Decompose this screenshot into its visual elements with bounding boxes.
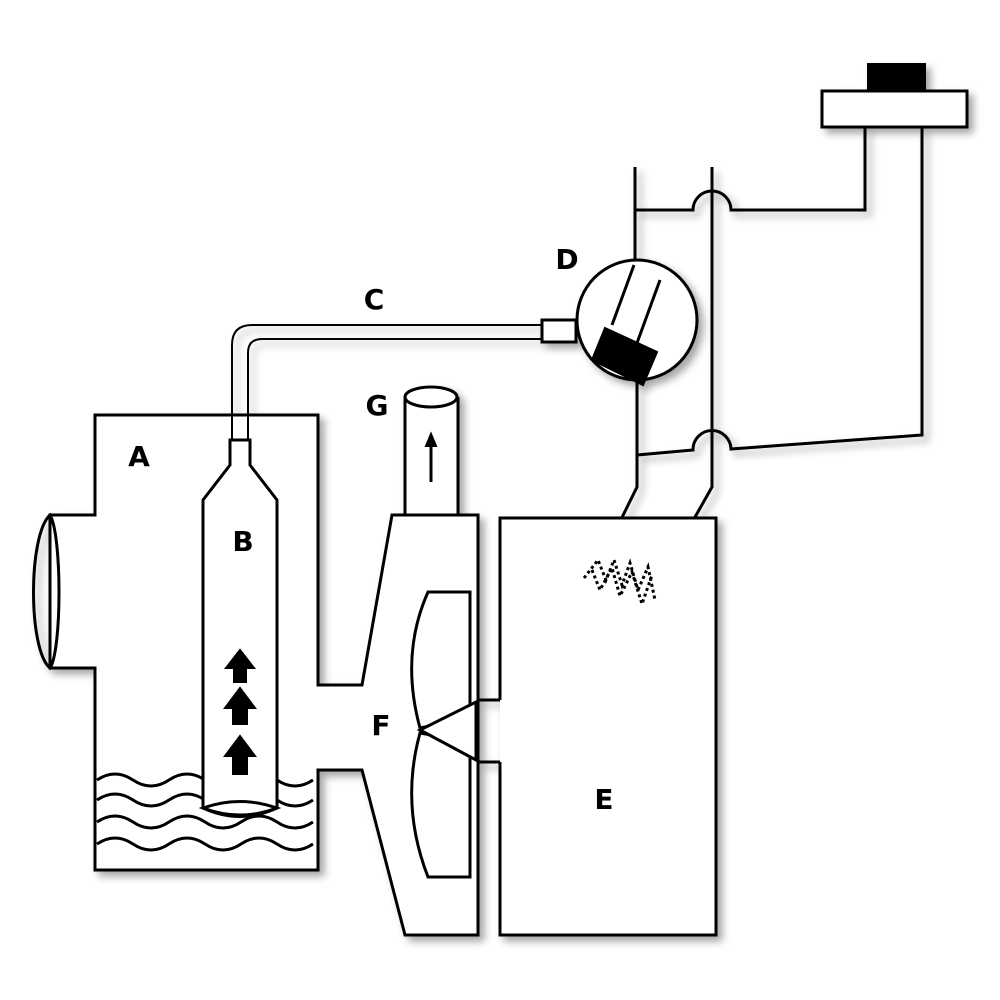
inlet-opening [32, 512, 61, 671]
diagram-drawing [32, 63, 969, 937]
sensor-d-lever-b [635, 279, 662, 344]
label-b: B [232, 525, 253, 558]
arrow-up-icon [424, 431, 438, 447]
up-arrow-icon [223, 648, 257, 683]
label-f: F [371, 709, 390, 742]
capillary-outer [231, 324, 542, 440]
bulb-b-base [198, 800, 282, 817]
sensor-d-contact [590, 326, 659, 387]
labels: A B C D E F G [128, 243, 613, 816]
wire-top-cross [635, 127, 867, 212]
label-g: G [366, 389, 389, 422]
switch-body [820, 89, 969, 129]
fan-blade-bottom [410, 731, 472, 879]
sensor-d [575, 258, 699, 387]
switch-unit [820, 63, 969, 129]
label-c: C [364, 283, 385, 316]
label-d: D [555, 243, 578, 276]
capillary-c [231, 318, 578, 440]
fan-hub [416, 699, 478, 763]
capillary-connector [540, 318, 578, 344]
sensor-d-lever [610, 264, 636, 326]
label-a: A [128, 440, 150, 473]
heating-element [582, 555, 657, 601]
box-e [478, 516, 718, 937]
wire-bottom-cross [636, 127, 924, 457]
fan-blade-top [410, 590, 472, 730]
box-e-outline [498, 516, 718, 937]
pipe-g-top [403, 385, 459, 409]
up-arrow-icon [223, 734, 257, 775]
bulb-b [198, 438, 282, 818]
label-e: E [594, 783, 613, 816]
capillary-inner [247, 338, 542, 440]
pipe-g [403, 385, 460, 517]
up-arrow-icon [223, 686, 257, 725]
fan-f [410, 590, 478, 879]
switch-button [867, 63, 926, 92]
